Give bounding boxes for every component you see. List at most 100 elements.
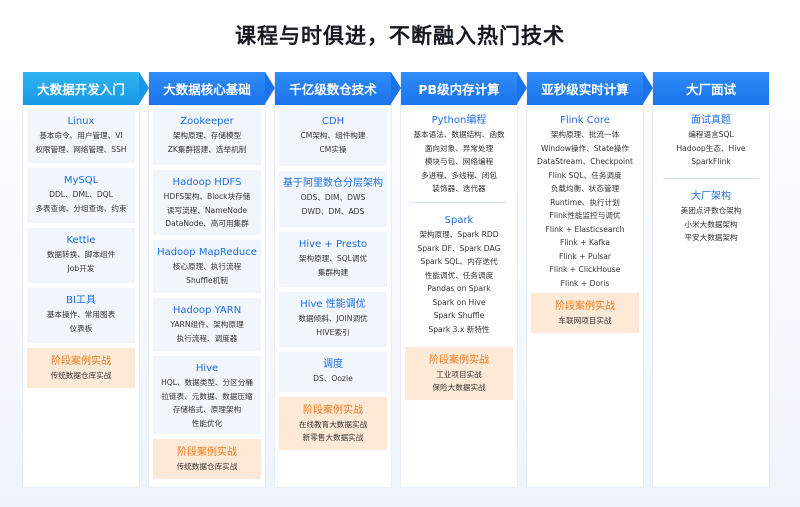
topic-block-cdh: CDH CM架构、组件构建 CM实操 xyxy=(279,109,387,166)
topic-line: Spark on Hive xyxy=(432,297,486,307)
topic-line: Flink + Pulsar xyxy=(558,251,612,261)
topic-line: HQL、数据类型、分区分桶 xyxy=(161,378,253,387)
topic-title: Linux xyxy=(67,116,95,127)
topic-title: MySQL xyxy=(63,175,99,186)
topic-block-kettle: Kettle 数据转换、脚本组件 Job开发 xyxy=(27,228,135,283)
topic-line: Runtime、执行计划 xyxy=(550,197,620,207)
topic-line: Flink + ClickHouse xyxy=(549,265,621,274)
topic-title: 调度 xyxy=(323,359,343,370)
topic-title: Python编程 xyxy=(431,115,487,126)
topic-line: 小米大数据架构 xyxy=(684,219,738,229)
topic-line: 性能调优、任务调度 xyxy=(424,270,494,280)
topic-line: HDFS架构、Block块存储 xyxy=(163,192,251,201)
topic-line: 核心原理、执行流程 xyxy=(172,262,242,271)
topic-line: 存储格式、原理架构 xyxy=(172,405,242,414)
stage-case-block: 阶段案例实战 在线教育大数据实战 新零售大数据实战 xyxy=(279,397,387,450)
topic-line: DataStream、Checkpoint xyxy=(537,157,633,166)
column-header: 大数据开发入门 xyxy=(23,72,149,105)
stage-case-block: 阶段案例实战 传统数据仓库实战 xyxy=(27,348,135,388)
topic-title: 基于阿里数仓分层架构 xyxy=(283,178,383,189)
topic-line: 执行流程、调度器 xyxy=(176,333,238,343)
topic-line: 模块与包、网络编程 xyxy=(424,157,494,166)
topic-line: 架构原理、存储模型 xyxy=(172,131,242,140)
topic-line: Flink + Kafka xyxy=(559,238,611,247)
topic-block-hadoop-yarn: Hadoop YARN YARN组件、架构原理 执行流程、调度器 xyxy=(153,298,261,351)
column-header: 大数据核心基础 xyxy=(149,72,275,105)
topic-line: Flink SQL、任务调度 xyxy=(548,170,622,180)
topic-line: 美团点评数仓架构 xyxy=(680,206,742,215)
topic-block-linux: Linux 基本命令、用户管理、VI 权限管理、网络管理、SSH xyxy=(27,109,135,163)
divider xyxy=(663,178,759,179)
column-header: 大厂面试 xyxy=(653,72,769,105)
topic-title: 面试真题 xyxy=(691,115,731,126)
topic-line: 负载均衡、状态管理 xyxy=(550,184,620,193)
topic-line: 数据转换、脚本组件 xyxy=(46,250,116,259)
topic-line: 拉链表、元数据、数据压缩 xyxy=(161,391,253,401)
topic-line: DDL、DML、DQL xyxy=(49,190,113,199)
column-pb-memory-compute: PB级内存计算 Python编程 基本语法、数据结构、函数 面向对象、异常处理 … xyxy=(400,72,527,488)
topic-block-interview-questions: 面试真题 编程语言SQL Hadoop生态、Hive SparkFlink xyxy=(657,109,765,173)
topic-line: Flink性能监控与调优 xyxy=(549,211,621,220)
case-line: 在线教育大数据实战 xyxy=(298,420,368,429)
topic-line: DWD、DM、ADS xyxy=(301,206,365,216)
topic-block-hive-tuning: Hive 性能调优 数据倾斜、JOIN调优 HIVE索引 xyxy=(279,292,387,347)
case-title: 阶段案例实战 xyxy=(177,447,237,458)
topic-title: Hadoop HDFS xyxy=(172,177,242,188)
topic-line: 编程语言SQL xyxy=(688,130,734,139)
case-line: 新零售大数据实战 xyxy=(302,433,364,442)
topic-title: 大厂架构 xyxy=(691,191,731,202)
topic-block-flink-core: Flink Core 架构原理、批流一体 Window操作、State操作 Da… xyxy=(531,109,639,288)
topic-line: Spark DF、Spark DAG xyxy=(417,243,501,253)
topic-line: Spark SQL、内存迭代 xyxy=(420,257,498,266)
topic-block-spark: Spark 架构原理、Spark RDD Spark DF、Spark DAG … xyxy=(405,208,513,342)
topic-line: 架构原理、Spark RDD xyxy=(419,230,499,239)
topic-line: 面向对象、异常处理 xyxy=(424,143,494,153)
case-line: 车联网项目实战 xyxy=(558,316,612,325)
topic-line: Spark Shuffle xyxy=(433,311,485,320)
topic-block-big-company-arch: 大厂架构 美团点评数仓架构 小米大数据架构 平安大数据架构 xyxy=(657,184,765,248)
topic-block-zookeeper: Zookeeper 架构原理、存储模型 ZK集群搭建、选举机制 xyxy=(153,109,261,165)
topic-line: 读写流程、NameNode xyxy=(166,205,248,215)
topic-line: Job开发 xyxy=(67,263,95,273)
topic-line: Spark 3.x 新特性 xyxy=(428,324,490,334)
topic-line: YARN组件、架构原理 xyxy=(170,320,244,329)
case-line: 保险大数据实战 xyxy=(432,383,486,392)
topic-line: Flink + Doris xyxy=(560,278,610,288)
topic-line: 仪表板 xyxy=(69,323,93,333)
case-title: 阶段案例实战 xyxy=(303,405,363,416)
case-title: 阶段案例实战 xyxy=(51,356,111,367)
topic-block-hive: Hive HQL、数据类型、分区分桶 拉链表、元数据、数据压缩 存储格式、原理架… xyxy=(153,356,261,434)
topic-line: 基本操作、常用图表 xyxy=(46,310,116,319)
topic-block-scheduling: 调度 DS、Oozie xyxy=(279,352,387,392)
stage-case-block: 阶段案例实战 车联网项目实战 xyxy=(531,293,639,333)
topic-line: 集群构建 xyxy=(317,267,349,277)
page-title: 课程与时俱进，不断融入热门技术 xyxy=(235,24,565,48)
topic-line: Flink + Elasticsearch xyxy=(545,224,625,234)
topic-title: CDH xyxy=(321,116,345,127)
column-realtime-compute: 亚秒级实时计算 Flink Core 架构原理、批流一体 Window操作、St… xyxy=(526,72,653,488)
case-title: 阶段案例实战 xyxy=(555,301,615,312)
topic-block-hadoop-mapreduce: Hadoop MapReduce 核心原理、执行流程 Shuffle机制 xyxy=(153,240,261,293)
column-interview: 大厂面试 面试真题 编程语言SQL Hadoop生态、Hive SparkFli… xyxy=(652,72,770,488)
topic-title: Zookeeper xyxy=(180,116,234,127)
topic-block-hive-presto: Hive + Presto 架构原理、SQL调优 集群构建 xyxy=(279,232,387,287)
topic-line: CM架构、组件构建 xyxy=(300,131,366,140)
topic-line: ZK集群搭建、选举机制 xyxy=(167,144,247,154)
column-header: 亚秒级实时计算 xyxy=(527,72,653,105)
topic-line: Pandas on Spark xyxy=(427,284,491,293)
topic-line: 基本语法、数据结构、函数 xyxy=(413,130,505,139)
stage-case-block: 阶段案例实战 传统数据仓库实战 xyxy=(153,439,261,479)
topic-line: Window操作、State操作 xyxy=(540,143,629,153)
topic-title: Hadoop YARN xyxy=(172,305,242,316)
topic-line: 基本命令、用户管理、VI xyxy=(39,131,123,140)
column-big-data-intro: 大数据开发入门 Linux 基本命令、用户管理、VI 权限管理、网络管理、SSH… xyxy=(22,72,149,488)
topic-line: HIVE索引 xyxy=(316,327,350,337)
topic-line: 架构原理、批流一体 xyxy=(550,130,620,139)
topic-title: Hadoop MapReduce xyxy=(157,247,257,258)
topic-title: BI工具 xyxy=(66,295,96,306)
topic-title: Spark xyxy=(444,215,474,226)
column-header: 千亿级数仓技术 xyxy=(275,72,401,105)
topic-line: 权限管理、网络管理、SSH xyxy=(35,144,127,154)
stage-case-block: 阶段案例实战 工业项目实战 保险大数据实战 xyxy=(405,347,513,400)
topic-line: SparkFlink xyxy=(691,157,731,166)
